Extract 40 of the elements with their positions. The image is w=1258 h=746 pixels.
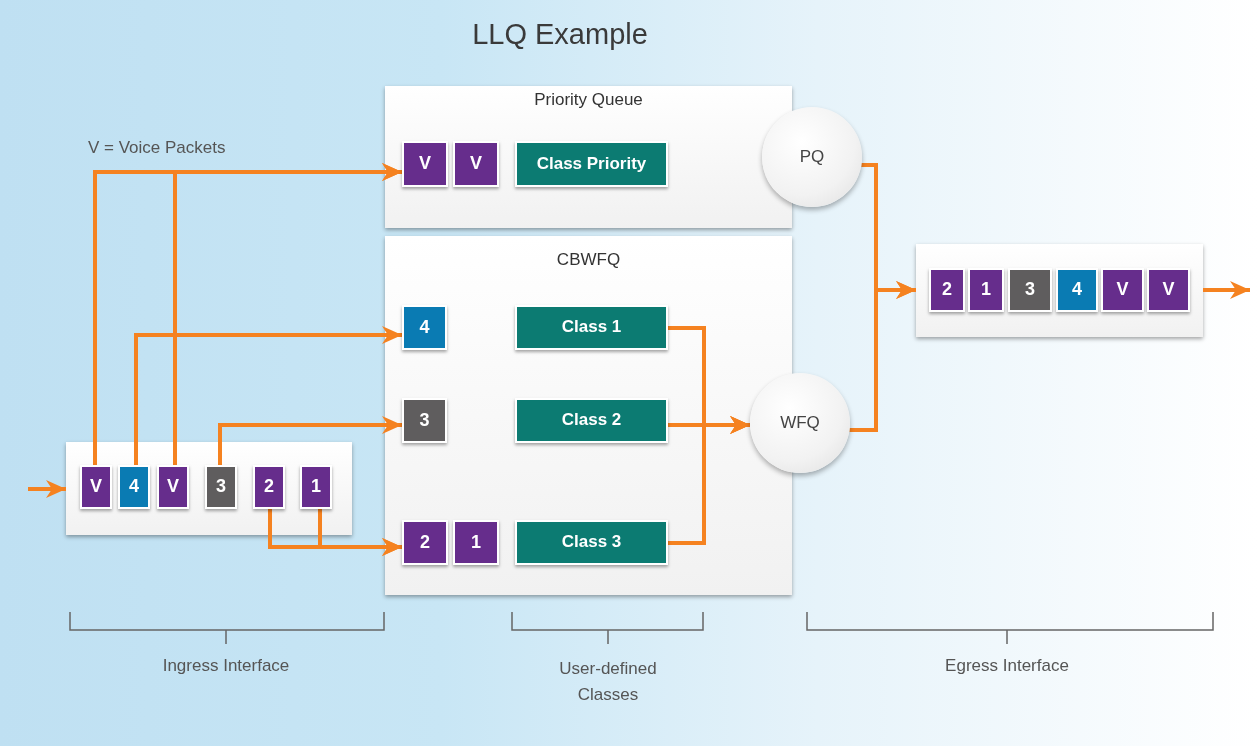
packet-block: 2 <box>929 268 965 312</box>
class-block: Class 3 <box>515 520 668 565</box>
scheduler-circle: PQ <box>762 107 862 207</box>
packet-block: 3 <box>205 465 237 509</box>
arrow <box>28 480 66 498</box>
legend-note: V = Voice Packets <box>88 138 227 158</box>
arrow <box>1203 281 1250 299</box>
packet-block: V <box>157 465 189 509</box>
bracket-label: Ingress Interface <box>161 656 291 676</box>
packet-block: V <box>402 141 448 187</box>
panel-title: Priority Queue <box>533 90 644 110</box>
packet-block: 4 <box>402 305 447 350</box>
queue-panel <box>66 442 352 535</box>
class-block: Class 2 <box>515 398 668 443</box>
packet-block: 4 <box>1056 268 1098 312</box>
packet-block: 4 <box>118 465 150 509</box>
bracket-label: User-defined Classes <box>558 658 658 706</box>
arrow <box>218 416 402 465</box>
queue-panel <box>916 244 1203 337</box>
panel-title: CBWFQ <box>555 250 622 270</box>
packet-block: 2 <box>253 465 285 509</box>
arrow <box>849 281 916 432</box>
packet-block: 1 <box>300 465 332 509</box>
class-block: Class 1 <box>515 305 668 350</box>
bracket-label: Egress Interface <box>944 656 1070 676</box>
arrow <box>134 326 402 465</box>
arrow <box>668 416 750 545</box>
packet-block: 3 <box>1008 268 1052 312</box>
class-block: Class Priority <box>515 141 668 187</box>
packet-block: V <box>80 465 112 509</box>
queue-panel <box>385 86 792 228</box>
packet-block: 3 <box>402 398 447 443</box>
scheduler-circle: WFQ <box>750 373 850 473</box>
packet-block: V <box>1147 268 1190 312</box>
packet-block: V <box>453 141 499 187</box>
packet-block: 1 <box>968 268 1004 312</box>
packet-block: V <box>1101 268 1144 312</box>
packet-block: 2 <box>402 520 448 565</box>
diagram-title: LLQ Example <box>471 18 649 51</box>
packet-block: 1 <box>453 520 499 565</box>
